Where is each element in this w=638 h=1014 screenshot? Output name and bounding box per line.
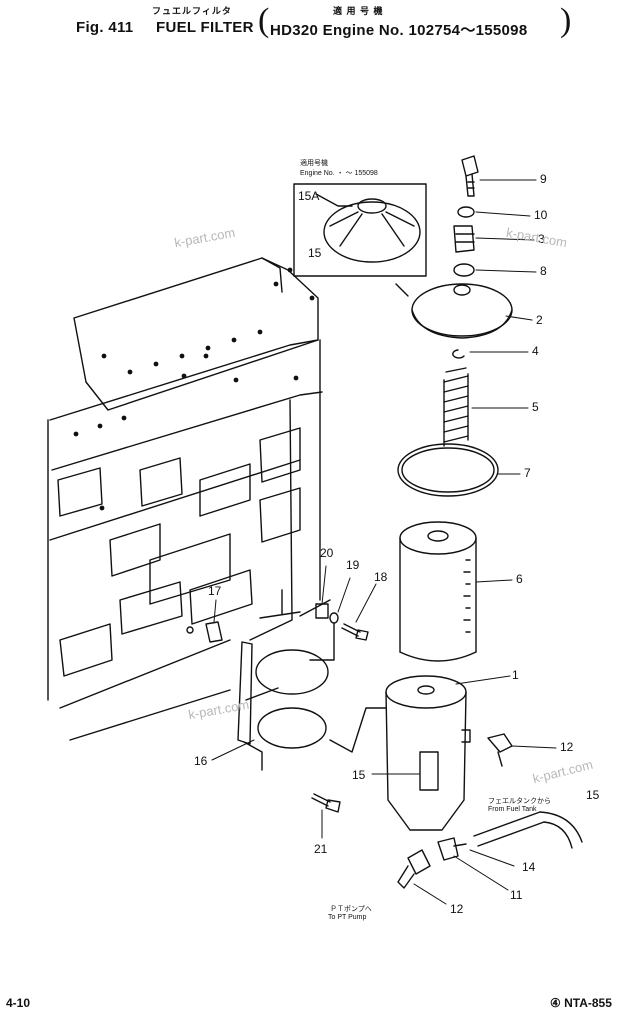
callout-7: 7 (524, 466, 531, 480)
callout-4: 4 (532, 344, 539, 358)
washer-10-drawing (457, 206, 475, 218)
washer-8-drawing (453, 263, 475, 277)
inset-applicability: Engine No. ・ ～ 155098 (300, 170, 378, 177)
bolt-18-drawing (341, 623, 369, 641)
callout-18: 18 (374, 570, 388, 584)
oring-7-drawing (397, 443, 499, 497)
inset-applicability-jp: 適用号機 (300, 160, 328, 167)
to-pump-jp: ＰＴポンプへ (330, 906, 372, 913)
callout-5: 5 (532, 400, 539, 414)
inset-frame (293, 183, 427, 277)
part-3-stack (453, 225, 475, 253)
pin-17-drawing (186, 621, 223, 643)
to-pump-note: To PT Pump (328, 914, 367, 921)
figure-number: Fig. 411 (76, 19, 134, 36)
document-code: ④ NTA-855 (550, 996, 612, 1010)
callout-17: 17 (208, 584, 222, 598)
figure-title: FUEL FILTER (156, 19, 254, 36)
callout-20: 20 (320, 546, 334, 560)
element-6-drawing (399, 521, 477, 662)
inset-cover-drawing (315, 193, 421, 263)
cover-2-drawing (395, 283, 513, 339)
callout-3: 3 (538, 232, 545, 246)
leader-1-bracket (329, 707, 387, 753)
callout-6: 6 (516, 572, 523, 586)
spring-5-drawing (443, 367, 469, 447)
callout-15-case: 15 (352, 768, 366, 782)
page-number: 4-10 (6, 996, 31, 1010)
fitting-11-drawing (437, 837, 467, 861)
callout-11: 11 (510, 888, 523, 902)
callout-21: 21 (314, 842, 328, 856)
bracket-16-drawing (237, 589, 335, 771)
from-tank-note: From Fuel Tank (488, 806, 537, 813)
callout-19: 19 (346, 558, 360, 572)
snap-ring-4-drawing (452, 349, 465, 359)
elbow-12-upper (487, 733, 513, 767)
paren-close: ) (560, 2, 572, 39)
washer-19-drawing (329, 612, 339, 624)
callout-10: 10 (534, 208, 548, 222)
callout-1: 1 (512, 668, 519, 682)
callout-12-lower: 12 (450, 902, 464, 916)
callout-12-upper: 12 (560, 740, 574, 754)
leader-lines (211, 179, 557, 905)
callout-8: 8 (540, 264, 547, 278)
callout-15a: 15A (298, 189, 320, 203)
callout-2: 2 (536, 313, 543, 327)
callout-14: 14 (522, 860, 536, 874)
case-1-drawing (385, 675, 471, 831)
engine-bolts (73, 267, 315, 511)
callout-15-inset: 15 (308, 246, 322, 260)
callout-16: 16 (194, 754, 208, 768)
paren-open: ( (258, 2, 270, 39)
callout-15-tube: 15 (586, 788, 600, 802)
applicability-jp: 適 用 号 機 (333, 6, 384, 16)
bolt-21-drawing (311, 793, 341, 813)
from-tank-jp: フェエルタンクから (488, 798, 551, 805)
callout-9: 9 (540, 172, 547, 186)
elbow-12-lower (397, 849, 431, 889)
applicability-text: HD320 Engine No. 102754～155098 (270, 22, 528, 39)
hose-14-drawing (473, 811, 583, 849)
engine-block (47, 257, 323, 741)
title-jp: フュエルフィルタ (152, 6, 232, 16)
bolt-9-drawing (461, 155, 479, 197)
